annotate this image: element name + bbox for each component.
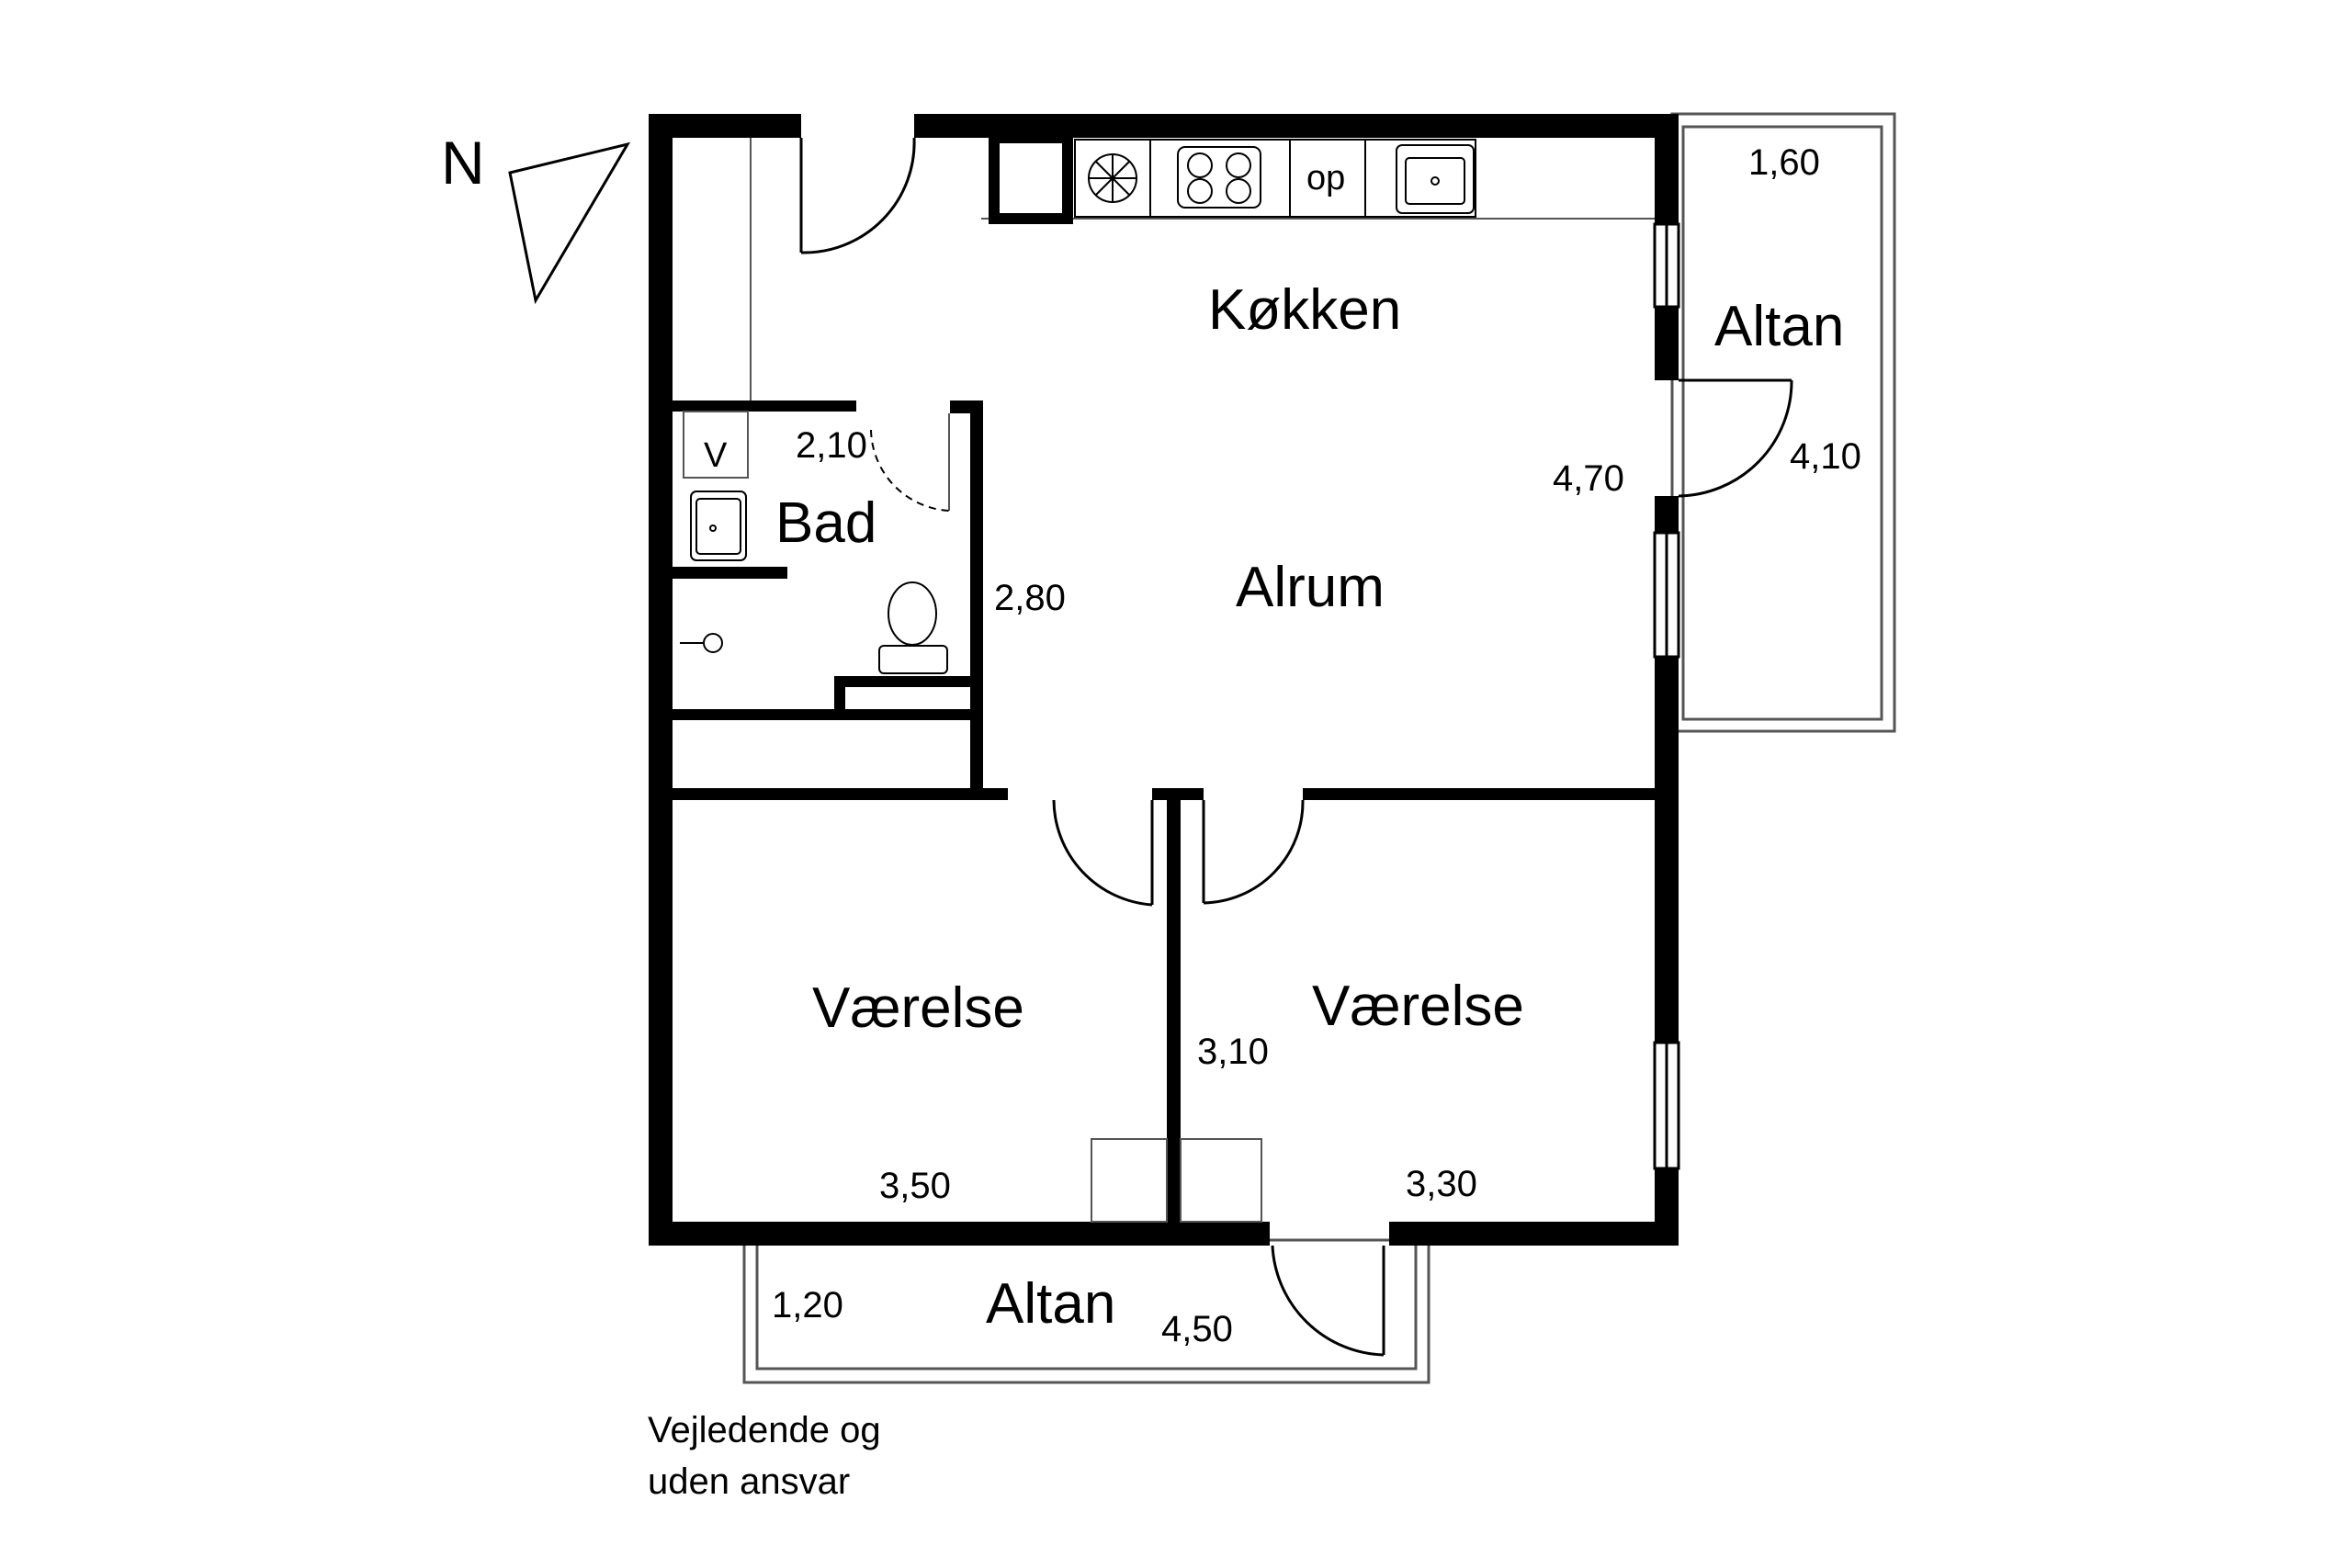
north-arrow-icon: [508, 141, 631, 305]
washer-symbol: V: [683, 411, 749, 479]
bath-fixtures: V: [680, 411, 948, 674]
north-arrow: N: [441, 129, 631, 305]
dim-balcony-east-length: 4,10: [1790, 436, 1861, 477]
disclaimer: Vejledende og uden ansvar: [648, 1410, 881, 1502]
dim-bedroom-right-depth: 3,10: [1197, 1032, 1269, 1072]
room-label-bedroom-left: Værelse: [812, 976, 1024, 1040]
disclaimer-line-1: Vejledende og: [648, 1410, 881, 1450]
cabinet-label: op: [1306, 159, 1345, 197]
dim-balcony-south-width: 1,20: [772, 1285, 843, 1325]
outer-walls: [649, 114, 1679, 1246]
thin-lines: [750, 138, 1655, 511]
dimension-labels: 1,60 4,10 4,70 2,80 2,10 3,50 3,30 3,10 …: [772, 142, 1861, 1349]
windows-east: [1653, 222, 1680, 1170]
disclaimer-line-2: uden ansvar: [648, 1461, 850, 1502]
dim-bedroom-left-width: 3,50: [879, 1166, 951, 1206]
bath-sink-icon: [690, 491, 747, 561]
wardrobes: [1091, 1138, 1262, 1223]
dim-balcony-south-length: 4,50: [1161, 1309, 1233, 1349]
kitchen-sink-icon: [1364, 139, 1476, 218]
north-label: N: [441, 129, 485, 197]
dim-bedroom-right-width: 3,30: [1406, 1164, 1477, 1204]
fridge-icon: [989, 132, 1073, 224]
kitchen-appliances: op: [989, 132, 1476, 224]
dim-living-depth: 2,80: [994, 578, 1066, 618]
room-label-bedroom-right: Værelse: [1312, 975, 1524, 1038]
dim-bath-width: 2,10: [796, 425, 867, 466]
balcony-east: [1670, 112, 1896, 733]
dim-living-width: 4,70: [1553, 458, 1624, 499]
interior-walls: [673, 400, 1657, 1224]
stove-icon: [1149, 139, 1291, 218]
room-label-kitchen: Køkken: [1208, 278, 1401, 342]
room-label-balcony-east: Altan: [1714, 295, 1844, 358]
washer-label: V: [704, 436, 728, 475]
toilet-icon: [878, 581, 948, 674]
doors: [799, 137, 1793, 1357]
shower-icon: [680, 633, 723, 653]
dim-balcony-east-width: 1,60: [1748, 142, 1820, 183]
room-label-balcony-south: Altan: [986, 1272, 1115, 1336]
room-label-living: Alrum: [1236, 556, 1385, 619]
range-hood-icon: [1074, 139, 1151, 218]
room-label-bath: Bad: [775, 491, 876, 555]
cabinet-symbol: op: [1289, 139, 1366, 218]
room-labels: Køkken Alrum Bad Værelse Værelse Altan A…: [775, 278, 1844, 1336]
